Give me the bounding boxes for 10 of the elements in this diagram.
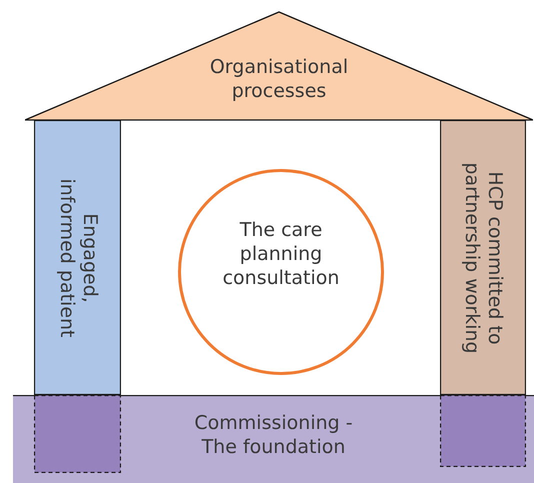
consultation-circle — [178, 169, 384, 375]
foundation-label: Commissioning - The foundation — [193, 411, 354, 459]
foundation-band — [13, 395, 534, 483]
circle-label: The care planning consultation — [222, 218, 340, 290]
pillar-label: Engaged, informed patient — [54, 176, 100, 340]
pillar-label: HCP committed to partnership working — [460, 160, 506, 356]
pillar — [34, 120, 121, 395]
pillar — [440, 120, 526, 395]
roof-triangle — [25, 11, 533, 121]
roof-label: Organisational processes — [208, 55, 350, 103]
